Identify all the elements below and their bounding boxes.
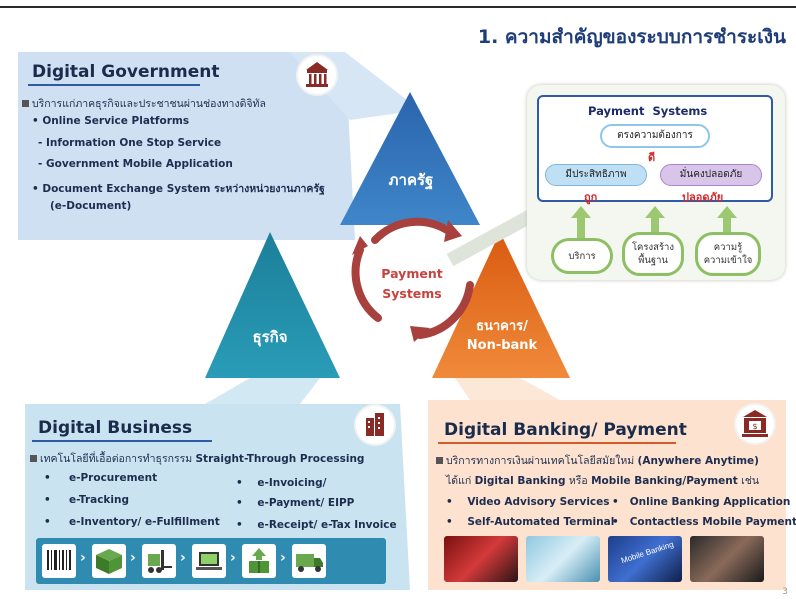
business-title-underline (32, 440, 212, 442)
government-building-icon (298, 56, 336, 94)
business-intro: เทคโนโลยีที่เอื้อต่อการทำธุรกรรม Straigh… (30, 450, 364, 467)
business-title: Digital Business (38, 418, 193, 438)
photo-contactless-payment (690, 536, 764, 582)
square-bullet-icon (30, 455, 37, 462)
business-col2-item-3: • e-Receipt/ e-Tax Invoice (236, 519, 397, 531)
safe-label: ปลอดภัย (682, 191, 724, 204)
pillar-infrastructure: โครงสร้างพื้นฐาน (622, 232, 684, 276)
square-bullet-icon (22, 100, 29, 107)
pillar-arrows-icon (571, 206, 737, 238)
arrow-icon: › (230, 550, 236, 566)
cycle-arrows-icon (351, 217, 474, 339)
gov-item-4: • Document Exchange System ระหว่างหน่วยง… (32, 183, 325, 195)
banking-col1-item-1: • Video Advisory Services (446, 496, 610, 508)
bank-icon: $ (736, 405, 774, 443)
gov-item-5: (e-Document) (50, 200, 132, 212)
business-col1-item-3: • e-Inventory/ e-Fulfillment (44, 516, 220, 528)
business-col2-item-2: • e-Payment/ EIPP (236, 497, 355, 509)
business-col2-item-1: • e-Invoicing/ (236, 477, 327, 489)
banking-col2-item-2: • Contactless Mobile Payment (612, 516, 796, 528)
arrow-icon: › (130, 550, 136, 566)
banking-connector (455, 378, 560, 400)
cheap-label: ถูก (584, 191, 598, 204)
box-icon (92, 544, 126, 578)
center-circle (372, 242, 452, 322)
package-icon (242, 544, 276, 578)
gov-panel-bg (18, 52, 355, 240)
photo-video-advisory (444, 536, 518, 582)
laptop-icon (192, 544, 226, 578)
triangle-business-label: ธุรกิจ (252, 328, 288, 346)
photo-atm-terminal (526, 536, 600, 582)
gov-item-1: • Online Service Platforms (32, 115, 190, 127)
need-pill: ตรงความต้องการ (600, 124, 710, 148)
gov-title-underline (28, 84, 200, 86)
truck-icon (292, 544, 326, 578)
page-number: 3 (782, 587, 788, 597)
gov-item-3: - Government Mobile Application (38, 158, 233, 170)
office-building-icon (356, 406, 394, 444)
arrow-icon: › (80, 550, 86, 566)
gov-item-2: - Information One Stop Service (38, 137, 222, 149)
pillar-service: บริการ (551, 238, 613, 274)
triangle-bank-label-1: ธนาคาร/ (476, 319, 528, 334)
triangle-gov-label: ภาครัฐ (388, 171, 434, 189)
triangle-business (205, 232, 340, 378)
gov-intro: บริการแก่ภาคธุรกิจและประชาชนผ่านช่องทางด… (22, 95, 266, 112)
triangle-gov (340, 92, 480, 225)
banking-title: Digital Banking/ Payment (444, 420, 687, 440)
slide-title: 1. ความสำคัญของระบบการชำระเงิน (477, 26, 786, 48)
square-bullet-icon (436, 457, 443, 464)
gov-title: Digital Government (32, 62, 220, 82)
arrow-icon: › (180, 550, 186, 566)
center-label-1: Payment (381, 266, 443, 281)
svg-text:$: $ (752, 422, 757, 431)
arrow-icon: › (280, 550, 286, 566)
banking-col1-item-2: • Self-Automated Terminal (446, 516, 615, 528)
banking-col2-item-1: • Online Banking Application (612, 496, 791, 508)
triangle-bank-label-2: Non-bank (466, 338, 538, 353)
payment-systems-title: Payment Systems (588, 104, 708, 118)
center-label-2: Systems (382, 286, 442, 301)
banking-intro-2: ได้แก่ Digital Banking หรือ Mobile Banki… (446, 475, 760, 487)
business-connector (205, 378, 320, 404)
efficient-pill: มีประสิทธิภาพ (545, 164, 647, 186)
barcode-icon (42, 544, 76, 578)
cycle-arrowheads (352, 220, 462, 342)
banking-title-underline (438, 442, 676, 444)
photo-mobile-banking: Mobile Banking (608, 536, 682, 582)
secure-pill: มั่นคงปลอดภัย (660, 164, 762, 186)
banking-intro-1: บริการทางการเงินผ่านเทคโนโลยีสมัยใหม่ (A… (436, 452, 759, 469)
triangle-bank (432, 232, 570, 378)
top-rule (0, 6, 796, 8)
business-col1-item-1: • e-Procurement (44, 472, 158, 484)
forklift-icon (142, 544, 176, 578)
business-col1-item-2: • e-Tracking (44, 494, 130, 506)
good-label: ดี (648, 151, 656, 164)
pillar-knowledge: ความรู้ความเข้าใจ (695, 232, 761, 276)
